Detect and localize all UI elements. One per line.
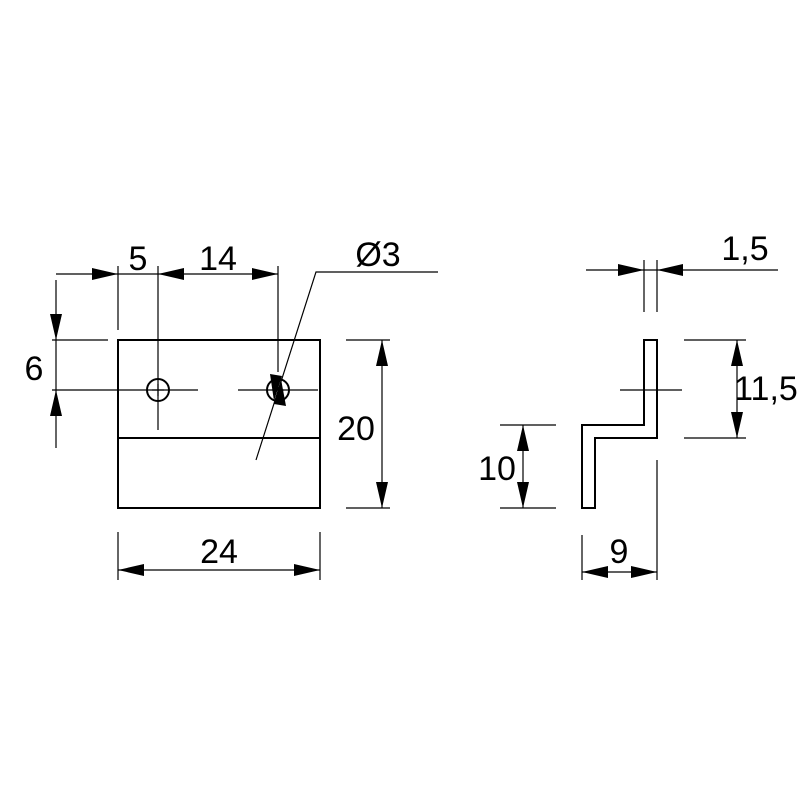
dim-hole-diameter-label: Ø3 [355,236,400,274]
dim-height-label: 20 [337,410,375,448]
arrow-20-bottom [376,482,388,508]
side-view: 1,5 11,5 10 9 [478,230,798,580]
arrow-upper-top [731,340,743,366]
arrow-14-right [252,268,278,280]
arrow-upper-bottom [731,412,743,438]
plate-outline [117,339,321,509]
arrow-24-left [118,564,144,576]
dim-hole-offset-label: 5 [129,240,148,278]
arrow-thickness-right [657,264,683,276]
dim-width-label: 24 [200,533,238,571]
bracket-profile [581,339,658,509]
arrow-lower-bottom [517,482,529,508]
arrow-5 [92,268,118,280]
arrow-20-top [376,340,388,366]
dim-hole-height-label: 6 [25,350,44,388]
front-view: 5 14 6 Ø3 20 24 [25,236,438,580]
dim-offset-label: 9 [610,533,629,571]
arrow-thickness-left [618,264,644,276]
arrow-offset-right [631,566,657,578]
arrow-6-top [50,314,62,340]
dim-upper-height-label: 11,5 [734,370,798,408]
arrow-24-right [294,564,320,576]
dim-thickness-label: 1,5 [721,230,768,268]
arrow-6-bottom [50,390,62,416]
arrow-offset-left [582,566,608,578]
arrow-diameter-in [270,374,282,401]
arrow-14-left [158,268,184,280]
arrow-diameter-out [274,379,286,406]
dim-hole-spacing-label: 14 [199,240,237,278]
dim-lower-height-label: 10 [478,450,516,488]
arrow-lower-top [517,425,529,451]
